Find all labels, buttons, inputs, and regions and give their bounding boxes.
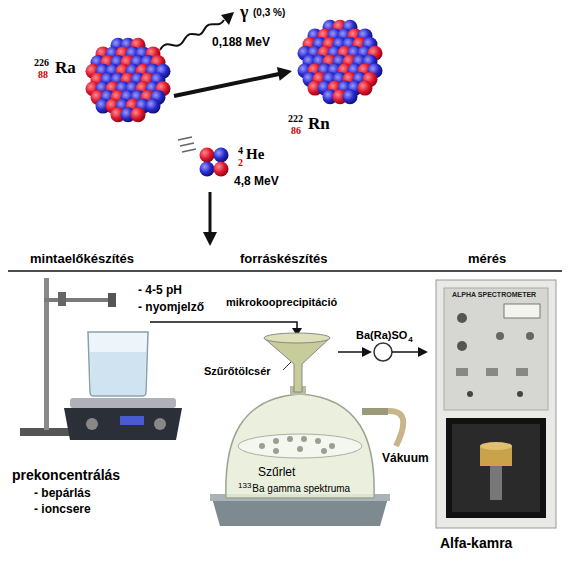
precipitate-label: Ba(Ra)SO: [356, 330, 407, 341]
superscript: 133: [238, 482, 251, 490]
proton-ball: [200, 148, 215, 163]
gamma-symbol: γ: [240, 3, 248, 21]
arrow-head: [418, 347, 428, 357]
stage-heading: mérés: [468, 252, 506, 265]
arrow-head: [277, 67, 292, 81]
radium-nucleus: [86, 38, 171, 123]
energy-label: 0,188 MeV: [212, 36, 270, 48]
stage-heading: forráskészítés: [240, 252, 327, 265]
alpha-spectrometer: [436, 280, 556, 528]
device-plate: ALPHA SPECTROMETER: [452, 291, 536, 298]
step-item: - bepárlás: [34, 487, 91, 499]
proton-ball: [358, 81, 373, 96]
element-symbol: Ra: [55, 59, 76, 76]
proton-ball: [214, 162, 229, 177]
neutron-ball: [214, 148, 229, 163]
element-symbol: Rn: [308, 115, 330, 132]
atomic-number: 88: [38, 70, 48, 80]
device-label: Alfa-kamra: [440, 536, 512, 550]
filter-disk: [374, 343, 392, 361]
part-label: Szűrőtölcsér: [204, 366, 271, 377]
motion-dashes: [178, 137, 196, 152]
subscript: 4: [408, 336, 412, 344]
atomic-number: 86: [291, 126, 301, 136]
neutron-ball: [200, 162, 215, 177]
vacuum-desiccator: [210, 386, 403, 526]
arrow-head: [362, 347, 372, 357]
leader-line: [283, 362, 291, 370]
atomic-number: 2: [238, 158, 243, 168]
arrow-head: [203, 232, 217, 246]
step-item: - ioncsere: [34, 503, 91, 515]
filter-funnel: [264, 333, 330, 392]
element-symbol: He: [246, 147, 264, 162]
radon-nucleus: [298, 20, 383, 105]
header-rule: [8, 270, 562, 272]
down-arrow: [209, 192, 212, 234]
mass-number: 222: [288, 114, 303, 124]
neutron-ball: [146, 99, 161, 114]
proton-ball: [131, 107, 146, 122]
arrow-head: [221, 12, 234, 25]
part-label: Szűrlet: [258, 466, 295, 478]
neutron-ball: [343, 89, 358, 104]
mass-number: 4: [238, 146, 243, 156]
mass-number: 226: [34, 58, 49, 68]
condition-note: - nyomjelző: [138, 301, 204, 313]
step-heading: prekoncentrálás: [12, 468, 120, 482]
branch-ratio: (0,3 %): [253, 8, 285, 18]
flow-arrow: [338, 351, 364, 353]
stage-heading: mintaelőkészítés: [30, 252, 134, 265]
feed-line: [150, 322, 297, 330]
energy-label: 4,8 MeV: [234, 175, 279, 187]
method-label: mikrokooprecipitáció: [226, 297, 337, 308]
part-label: Vákuum: [382, 452, 429, 464]
flow-arrow: [392, 351, 420, 353]
decay-arrow: [174, 74, 279, 96]
note-label: Ba gamma spektruma: [252, 484, 350, 494]
condition-note: - 4-5 pH: [138, 284, 182, 296]
helium-nucleus: [200, 148, 229, 177]
